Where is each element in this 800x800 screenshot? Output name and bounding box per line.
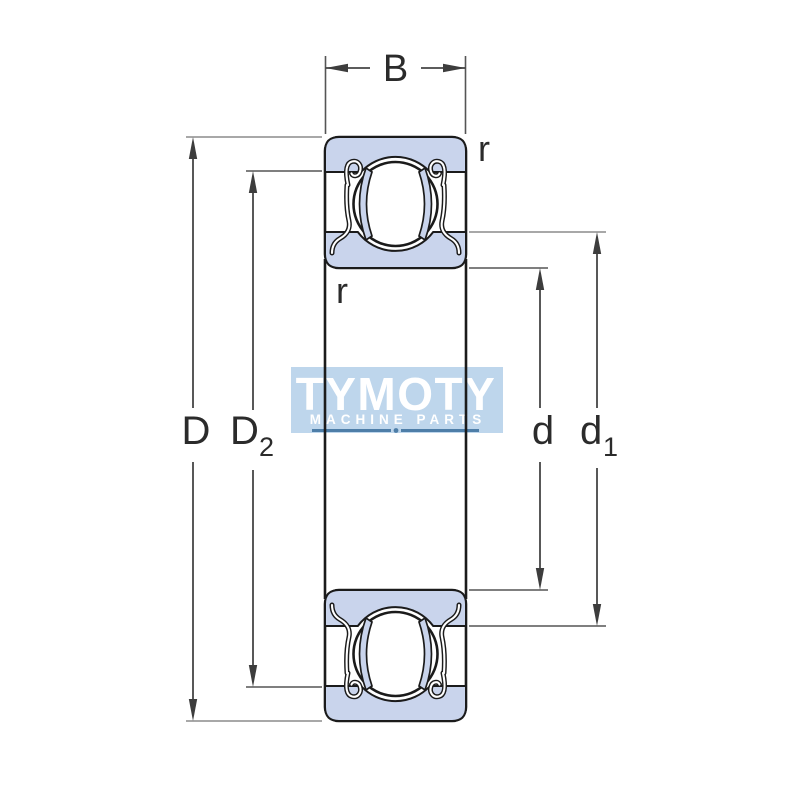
label-r-outer: r: [478, 128, 490, 169]
dimension-d: d: [469, 267, 554, 591]
label-D: D: [182, 409, 211, 453]
dimension-D2: D 2: [230, 170, 322, 688]
raceway-land-right: [417, 166, 433, 242]
dimension-D: D: [182, 136, 322, 722]
arrowhead-up: [248, 171, 258, 193]
arrowhead-up: [592, 232, 602, 254]
arrowhead-right: [443, 63, 466, 73]
bearing-section-top: [323, 135, 468, 270]
watermark: TYMOTY MACHINE PARTS: [291, 367, 503, 433]
label-d1-subscript: 1: [603, 432, 618, 462]
arrowhead-down: [592, 604, 602, 626]
watermark-brand-text: TYMOTY: [296, 368, 497, 420]
arrowhead-left: [325, 63, 348, 73]
label-B: B: [383, 48, 408, 90]
label-d1-base: d: [580, 409, 602, 453]
watermark-tagline-text: MACHINE PARTS: [310, 412, 487, 427]
dimension-d1: d 1: [469, 231, 618, 627]
inner-ring: [324, 231, 467, 269]
shield-right: [428, 158, 462, 256]
watermark-background: [291, 367, 503, 433]
watermark-dot: [393, 428, 399, 433]
label-r-inner: r: [336, 270, 348, 311]
label-D2-subscript: 2: [259, 432, 274, 462]
raceway-land-left: [358, 166, 374, 242]
bearing-section-bottom: [325, 590, 466, 721]
arrowhead-up: [535, 268, 545, 290]
label-d: d: [532, 409, 554, 453]
shield-left: [329, 158, 363, 256]
label-D2-base: D: [230, 409, 259, 453]
arrowhead-down: [188, 699, 198, 721]
dimension-B: B: [324, 48, 467, 134]
arrowhead-down: [535, 568, 545, 590]
arrowhead-up: [188, 137, 198, 159]
arrowhead-down: [248, 665, 258, 687]
ball: [352, 160, 439, 248]
